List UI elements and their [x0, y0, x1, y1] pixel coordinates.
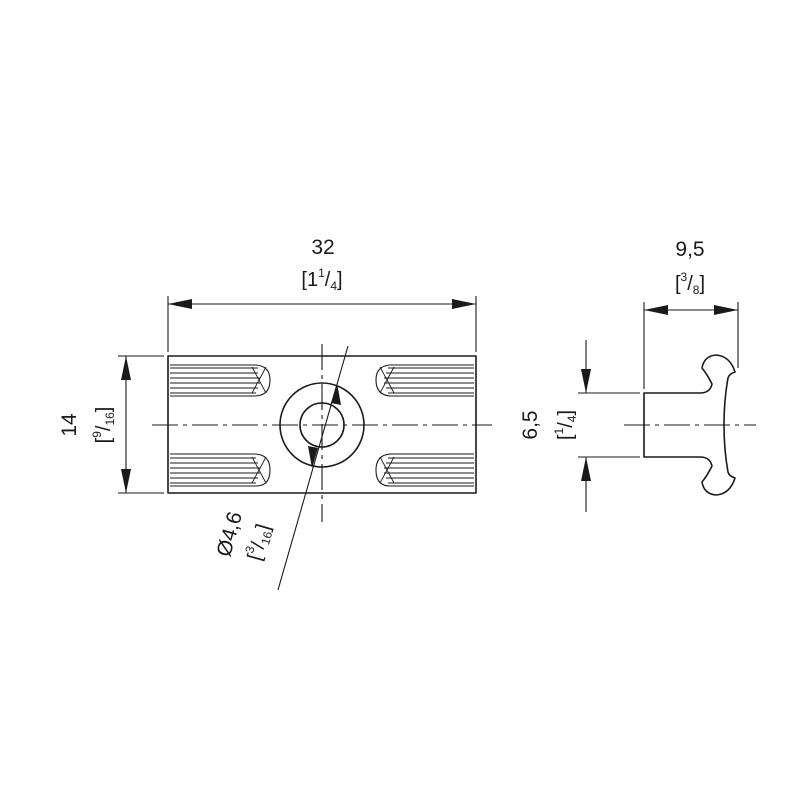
- groove-top-right: [375, 364, 474, 397]
- groove-bottom-left: [170, 453, 271, 487]
- groove-top-left: [170, 364, 271, 397]
- side-view: [624, 354, 756, 496]
- dimension-length: 32 [11/4]: [167, 236, 477, 352]
- dimension-hole-diameter-metric: Ø4,6: [212, 509, 247, 559]
- dimension-height-imperial: [9/16]: [90, 407, 117, 444]
- dimension-hole-diameter: Ø4,6 [3/16]: [212, 345, 349, 591]
- dimension-width-metric: 9,5: [675, 238, 704, 261]
- dimension-height: 14 [9/16]: [58, 355, 164, 494]
- dimension-thickness-metric: 6,5: [519, 410, 542, 439]
- dimension-hole-diameter-imperial: [3/16]: [241, 521, 277, 564]
- dimension-width: 9,5 [3/8]: [643, 238, 739, 389]
- dimension-thickness: 6,5 [1/4]: [519, 340, 640, 512]
- dimension-height-metric: 14: [58, 413, 81, 437]
- groove-bottom-right: [375, 453, 474, 487]
- dimension-length-imperial: [11/4]: [301, 266, 342, 293]
- front-view: [152, 344, 492, 522]
- dimension-width-imperial: [3/8]: [675, 270, 705, 297]
- dimension-length-metric: 32: [311, 236, 334, 259]
- dimension-thickness-imperial: [1/4]: [552, 410, 579, 440]
